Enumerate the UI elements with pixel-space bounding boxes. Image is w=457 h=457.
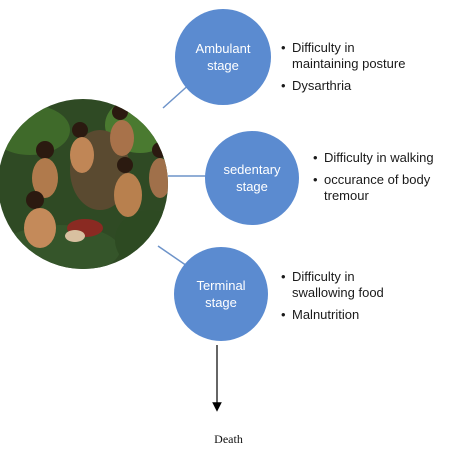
stage-label: Ambulant stage [195,41,251,73]
sedentary-stage-circle: sedentary stage [205,131,299,225]
terminal-stage-circle: Terminal stage [174,247,268,341]
ambulant-symptom-list: Difficulty in maintaining posture Dysart… [281,40,451,100]
list-item: Dysarthria [281,78,451,94]
terminal-symptom-list: Difficulty in swallowing food Malnutriti… [281,269,451,329]
stage-label: sedentary stage [223,162,281,194]
list-item: occurance of body tremour [313,172,455,204]
photo-image [0,99,168,269]
list-item: Difficulty in swallowing food [281,269,451,301]
death-label: Death [214,432,243,446]
list-item: Difficulty in maintaining posture [281,40,451,72]
ambulant-stage-circle: Ambulant stage [175,9,271,105]
stage-label: Terminal stage [196,278,246,310]
list-item: Malnutrition [281,307,451,323]
list-item: Difficulty in walking [313,150,455,166]
sedentary-symptom-list: Difficulty in walking occurance of body … [313,150,455,210]
